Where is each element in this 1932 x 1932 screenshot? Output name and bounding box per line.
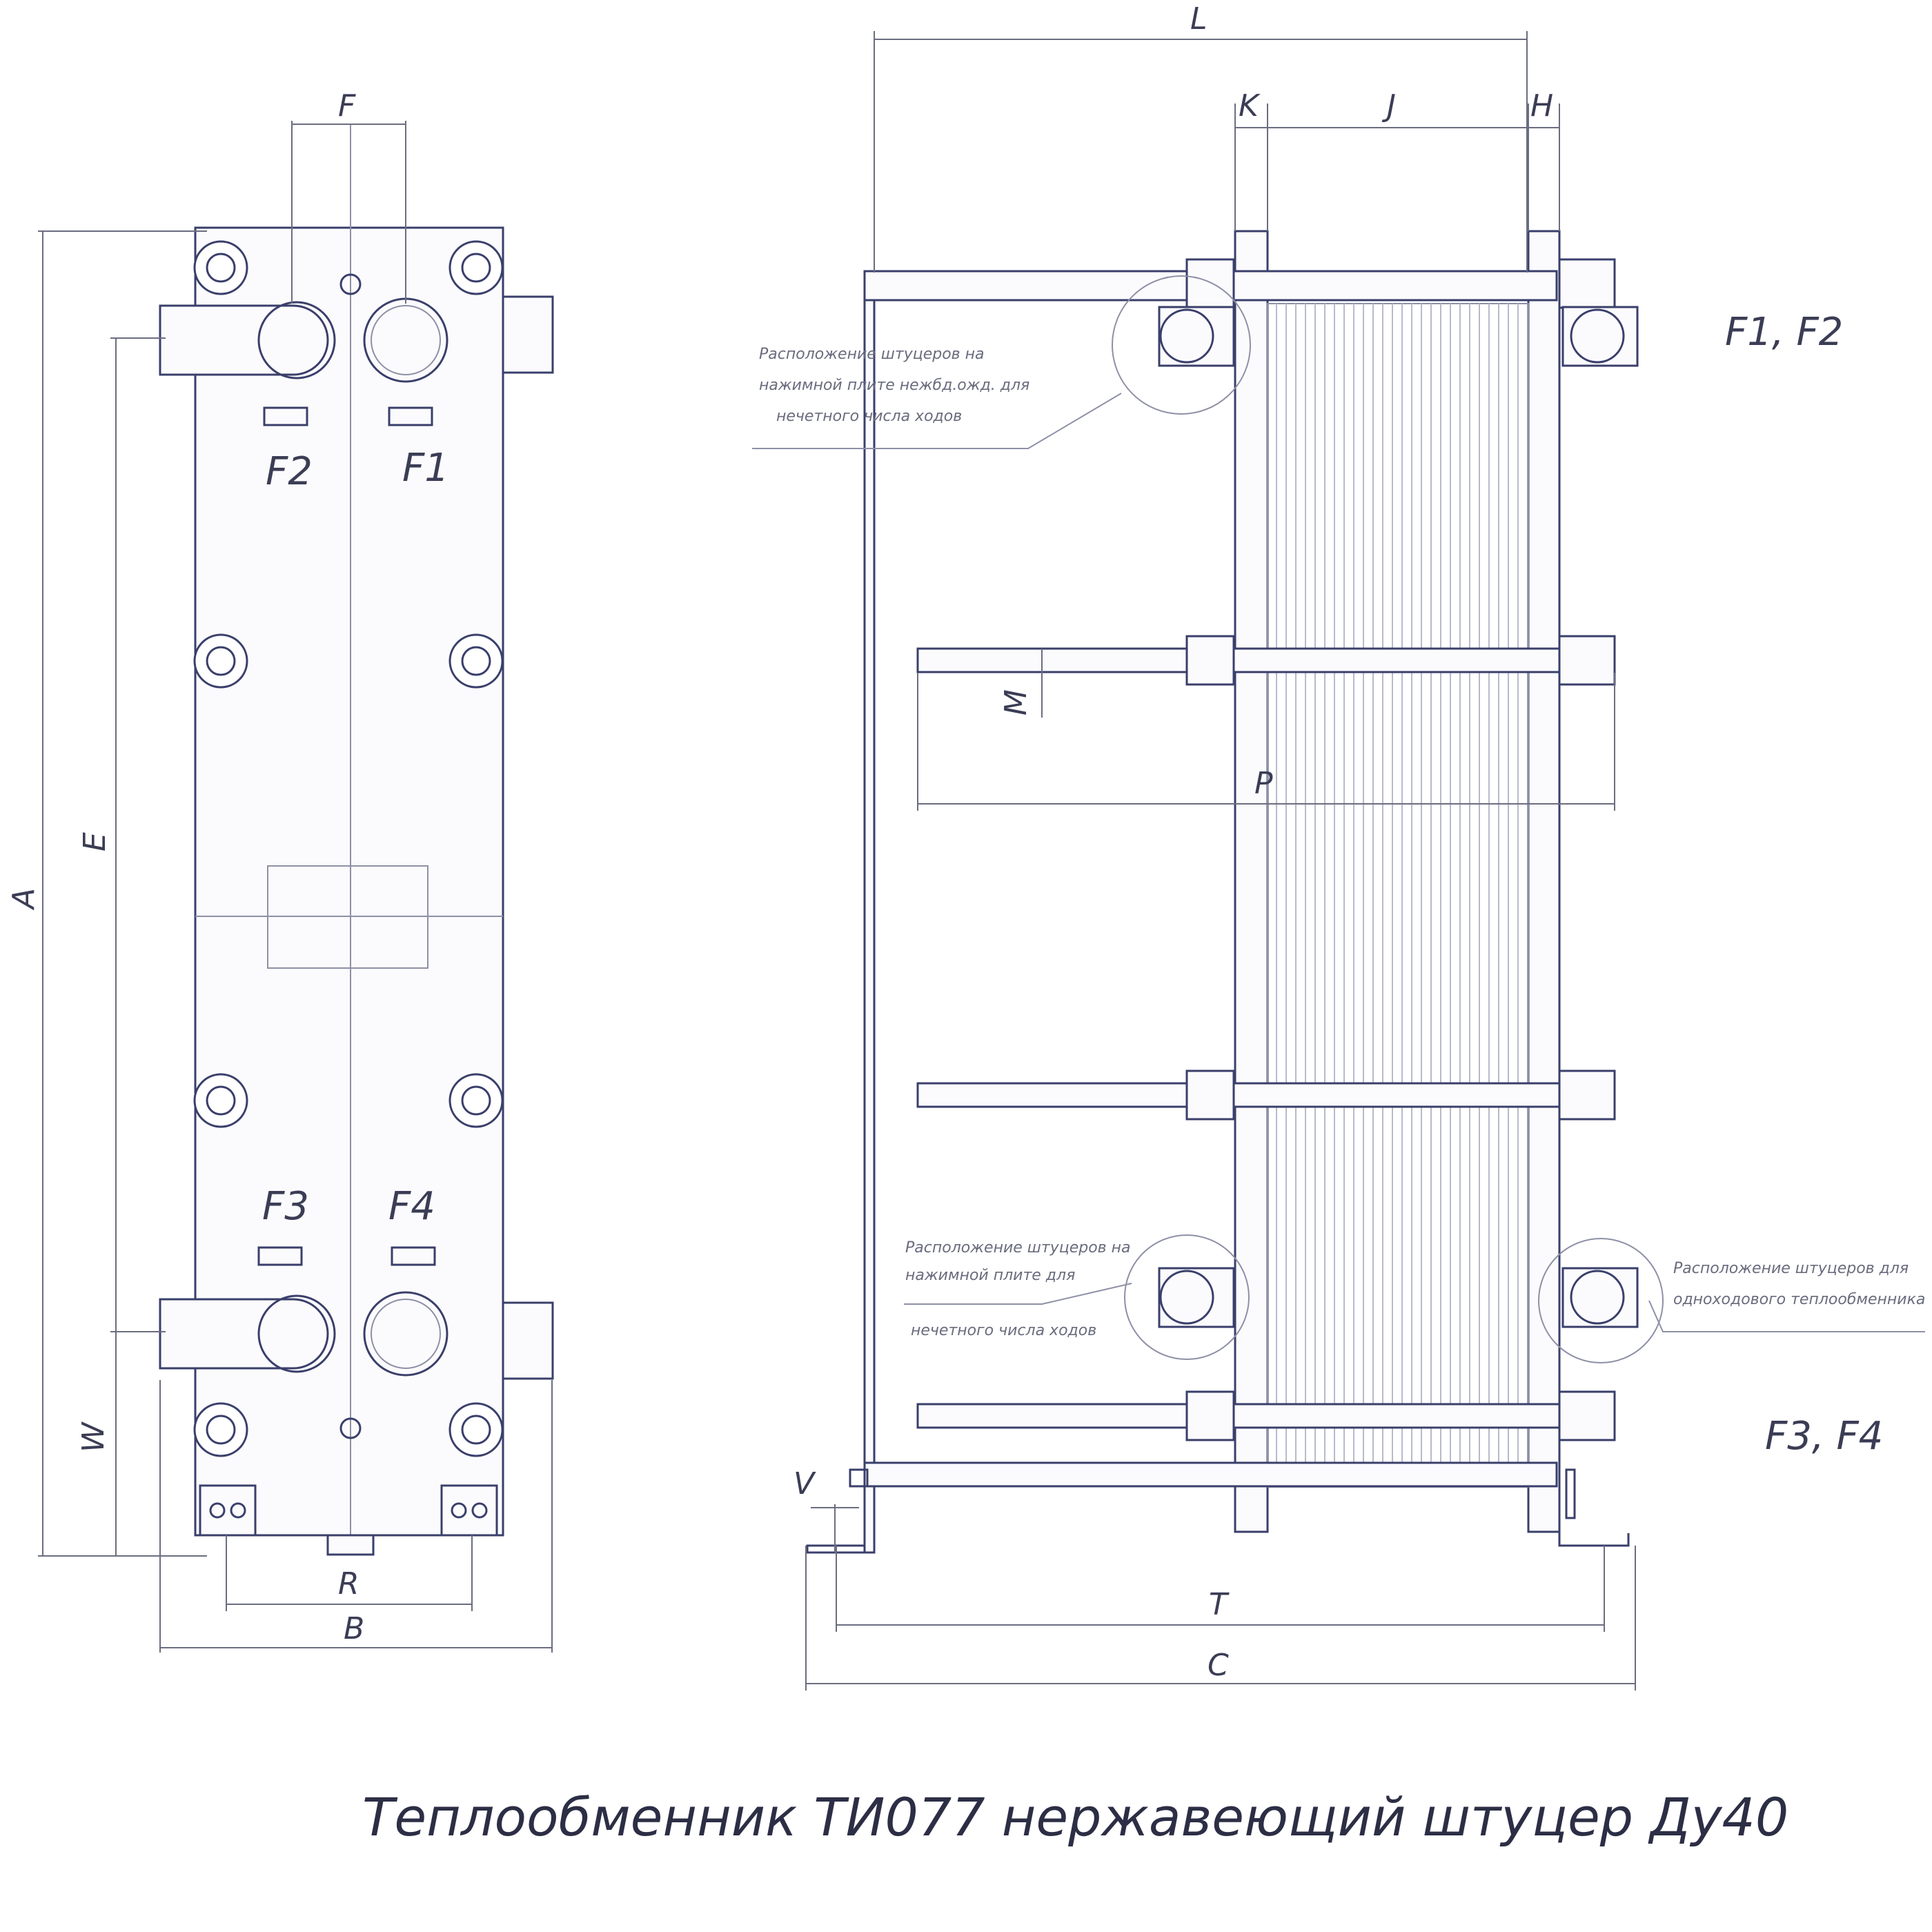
- pressure-plate: [1527, 230, 1561, 1533]
- dim-e-label: E: [77, 832, 112, 851]
- slot-f3: [257, 1246, 303, 1266]
- side-flange-top-right: [502, 295, 554, 374]
- bottom-tab: [326, 1534, 375, 1556]
- stand-foot-right: [1558, 1463, 1630, 1547]
- note-bottom-left-3: нечетного числа ходов: [911, 1322, 1096, 1339]
- dim-h-label: H: [1530, 88, 1553, 124]
- lower-guide-bar-foot: [849, 1468, 869, 1488]
- dim-t-label: T: [1209, 1587, 1230, 1622]
- pipe-f3: [159, 1298, 329, 1370]
- note-bottom-left-2: нажимной плите для: [905, 1267, 1075, 1284]
- port-group-top: F1, F2: [1725, 310, 1843, 355]
- dim-p-label: P: [1254, 766, 1273, 801]
- note-right-2: одноходового теплообменника: [1673, 1291, 1925, 1308]
- port-group-bottom: F3, F4: [1765, 1414, 1883, 1459]
- port-f4-inner: [371, 1299, 441, 1369]
- callout-circle-right: [1538, 1238, 1664, 1363]
- tie-bolt: [916, 258, 1616, 1441]
- lower-guide-bar: [863, 1461, 1558, 1488]
- slot-f1: [388, 406, 433, 426]
- fixed-plate: [1234, 230, 1269, 1533]
- callout-circle-top: [1112, 275, 1251, 415]
- note-bottom-left-1: Расположение штуцеров на: [905, 1239, 1131, 1256]
- pipe-f2: [159, 304, 329, 376]
- callout-circle-bottom-left: [1124, 1234, 1250, 1360]
- side-flange-bottom-right: [502, 1301, 554, 1380]
- foot-right: [440, 1484, 498, 1537]
- label-f3: F3: [262, 1184, 309, 1229]
- port-f2-circle: [257, 301, 336, 379]
- foot-left: [199, 1484, 257, 1537]
- note-top-left-2: нажимной плите нежбд.ожд. для: [759, 377, 1029, 394]
- dim-j-label: J: [1381, 88, 1396, 124]
- label-f1: F1: [402, 446, 449, 491]
- port-f1-inner: [371, 305, 441, 375]
- guide-hole-bottom: [339, 1417, 362, 1439]
- dim-l-label: L: [1190, 1, 1208, 37]
- dim-w-label: W: [76, 1421, 111, 1452]
- port-f3-circle: [257, 1294, 336, 1373]
- slot-f2: [263, 406, 308, 426]
- dim-f-label: F: [338, 88, 356, 124]
- dim-r-label: R: [338, 1566, 359, 1601]
- guide-hole-top: [339, 273, 362, 295]
- port-nozzle: [1158, 306, 1639, 1328]
- label-f4: F4: [388, 1184, 435, 1229]
- label-f2: F2: [266, 449, 313, 494]
- dim-v-label: V: [793, 1466, 816, 1501]
- dim-c-label: C: [1208, 1648, 1229, 1683]
- fixed-stand: [863, 271, 876, 1554]
- front-view: F2 F1 F3 F4 A E W F R B: [6, 88, 554, 1653]
- side-view: L K J H M P V T C F1, F2 F3, F4 Располож…: [752, 1, 1925, 1690]
- dim-k-label: K: [1239, 88, 1261, 124]
- note-right-1: Расположение штуцеров для: [1673, 1260, 1909, 1277]
- drawing-title: Теплообменник ТИ077 нержавеющий штуцер Д…: [362, 1786, 1788, 1848]
- stand-foot-left: [806, 1528, 876, 1554]
- note-top-left-3: нечетного числа ходов: [776, 408, 962, 425]
- dim-m-label: M: [998, 689, 1034, 716]
- dim-b-label: B: [344, 1611, 364, 1646]
- plate-pack-lines: [1276, 304, 1519, 1487]
- bolt-nut: [193, 240, 504, 1457]
- dim-a-label: A: [6, 888, 41, 911]
- note-top-left-1: Расположение штуцеров на: [759, 346, 985, 363]
- slot-f4: [391, 1246, 436, 1266]
- port-f4-circle: [363, 1291, 448, 1377]
